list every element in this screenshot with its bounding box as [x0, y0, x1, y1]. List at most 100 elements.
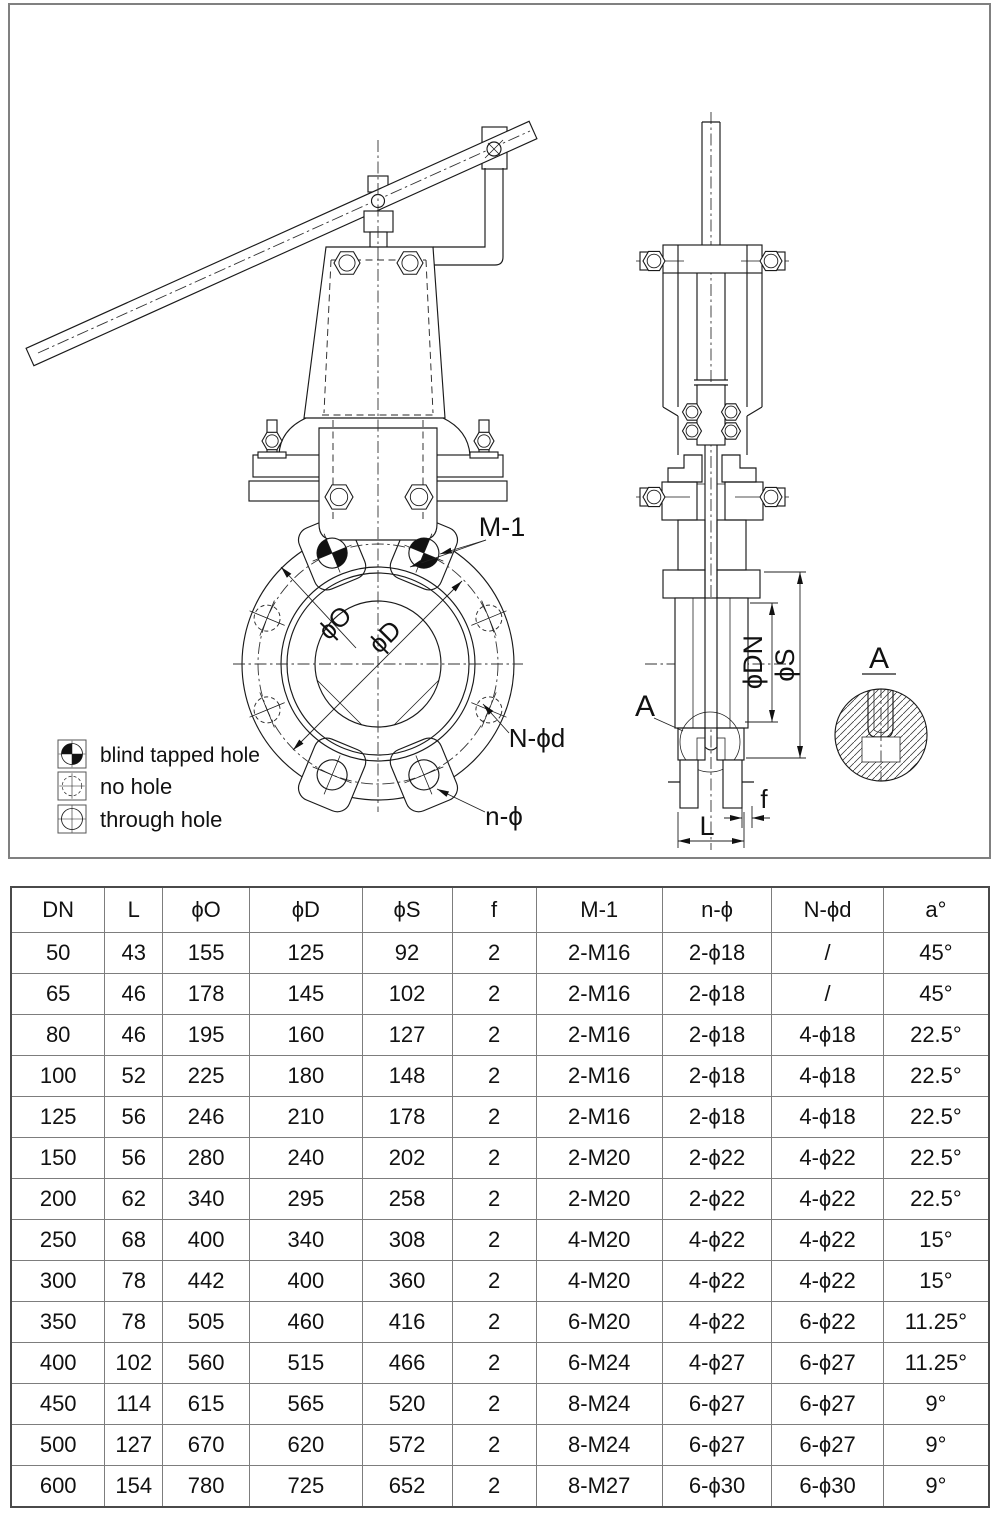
legend-label: no hole — [100, 774, 172, 799]
table-cell: 11.25° — [882, 1301, 990, 1343]
table-cell: 102 — [104, 1342, 164, 1384]
table-cell: 4-ϕ22 — [661, 1260, 773, 1302]
table-cell: 515 — [249, 1342, 363, 1384]
blind-tapped-hole-icon — [58, 740, 86, 768]
table-cell: 2 — [451, 1383, 537, 1425]
table-cell: 2-M16 — [535, 1014, 663, 1056]
table-cell: 154 — [104, 1465, 164, 1508]
link-bar — [433, 168, 504, 266]
table-cell: 22.5° — [882, 1137, 990, 1179]
table-cell: 2-ϕ22 — [661, 1137, 773, 1179]
table-cell: 145 — [249, 973, 363, 1015]
yoke — [303, 246, 446, 419]
table-cell: 466 — [361, 1342, 453, 1384]
table-cell: 258 — [361, 1178, 453, 1220]
table-cell: 2 — [451, 1219, 537, 1261]
table-cell: 2 — [451, 1014, 537, 1056]
table-cell: 225 — [162, 1055, 251, 1097]
side-label-phi-s: ϕS — [770, 648, 800, 681]
table-cell: 240 — [249, 1137, 363, 1179]
table-cell: 2 — [451, 1465, 537, 1508]
table-cell: 178 — [162, 973, 251, 1015]
table-cell: 442 — [162, 1260, 251, 1302]
table-cell: 195 — [162, 1014, 251, 1056]
table-cell: 9° — [882, 1465, 990, 1508]
table-cell: 200 — [10, 1178, 106, 1220]
table-cell: 6-ϕ27 — [771, 1342, 884, 1384]
column-header-n-phi-d: N-ϕd — [771, 886, 884, 933]
table-cell: 360 — [361, 1260, 453, 1302]
table-cell: 400 — [10, 1342, 106, 1384]
table-cell: 500 — [10, 1424, 106, 1466]
table-cell: 46 — [104, 973, 164, 1015]
table-cell: 308 — [361, 1219, 453, 1261]
table-cell: 78 — [104, 1260, 164, 1302]
table-cell: 45° — [882, 973, 990, 1015]
table-cell: 6-ϕ22 — [771, 1301, 884, 1343]
table-cell: 43 — [104, 932, 164, 974]
table-cell: 400 — [249, 1260, 363, 1302]
table-cell: 340 — [162, 1178, 251, 1220]
table-cell: 160 — [249, 1014, 363, 1056]
legend-label: blind tapped hole — [100, 744, 260, 767]
table-cell: 65 — [10, 973, 106, 1015]
table-cell: 6-ϕ30 — [661, 1465, 773, 1508]
table-cell: 620 — [249, 1424, 363, 1466]
table-cell: 4-M20 — [535, 1219, 663, 1261]
table-cell: 300 — [10, 1260, 106, 1302]
no-hole-icon — [59, 773, 85, 799]
table-cell: 350 — [10, 1301, 106, 1343]
table-cell: / — [771, 973, 884, 1015]
table-cell: 2-M16 — [535, 932, 663, 974]
table-cell: 2 — [451, 1342, 537, 1384]
table-cell: 4-ϕ22 — [661, 1219, 773, 1261]
column-header-n-phi: n-ϕ — [661, 886, 773, 933]
table-cell: 125 — [10, 1096, 106, 1138]
table-cell: 22.5° — [882, 1014, 990, 1056]
technical-drawing: ϕO ϕD M-1 N-ϕd n-ϕ — [8, 3, 991, 859]
table-cell: 4-ϕ22 — [771, 1260, 884, 1302]
table-cell: 56 — [104, 1137, 164, 1179]
gate-blade — [704, 445, 718, 751]
table-cell: 9° — [882, 1383, 990, 1425]
table-cell: 340 — [249, 1219, 363, 1261]
table-cell: 22.5° — [882, 1055, 990, 1097]
side-label-l: L — [699, 811, 714, 841]
table-cell: 295 — [249, 1178, 363, 1220]
table-cell: 8-M24 — [535, 1424, 663, 1466]
table-cell: 4-ϕ18 — [771, 1014, 884, 1056]
table-cell: 2-ϕ18 — [661, 973, 773, 1015]
table-cell: 670 — [162, 1424, 251, 1466]
table-cell: 4-ϕ22 — [771, 1178, 884, 1220]
table-cell: 4-ϕ18 — [771, 1096, 884, 1138]
table-cell: 2 — [451, 1137, 537, 1179]
front-view: ϕO ϕD M-1 N-ϕd n-ϕ — [25, 120, 565, 831]
column-header-f: f — [451, 886, 537, 933]
table-cell: 50 — [10, 932, 106, 974]
detail-a-indicator — [679, 711, 741, 773]
table-cell: 2 — [451, 1055, 537, 1097]
table-cell: 6-M24 — [535, 1342, 663, 1384]
front-label-n-phi: n-ϕ — [485, 801, 523, 831]
table-cell: 6-M20 — [535, 1301, 663, 1343]
table-cell: 100 — [10, 1055, 106, 1097]
table-cell: 102 — [361, 973, 453, 1015]
side-label-phi-dn: ϕDN — [738, 635, 768, 689]
table-cell: 780 — [162, 1465, 251, 1508]
table-cell: 2 — [451, 973, 537, 1015]
side-label-a: A — [635, 690, 655, 723]
side-view: ϕDN ϕS A f L — [635, 112, 806, 850]
table-cell: 2-ϕ18 — [661, 1014, 773, 1056]
table-cell: 572 — [361, 1424, 453, 1466]
